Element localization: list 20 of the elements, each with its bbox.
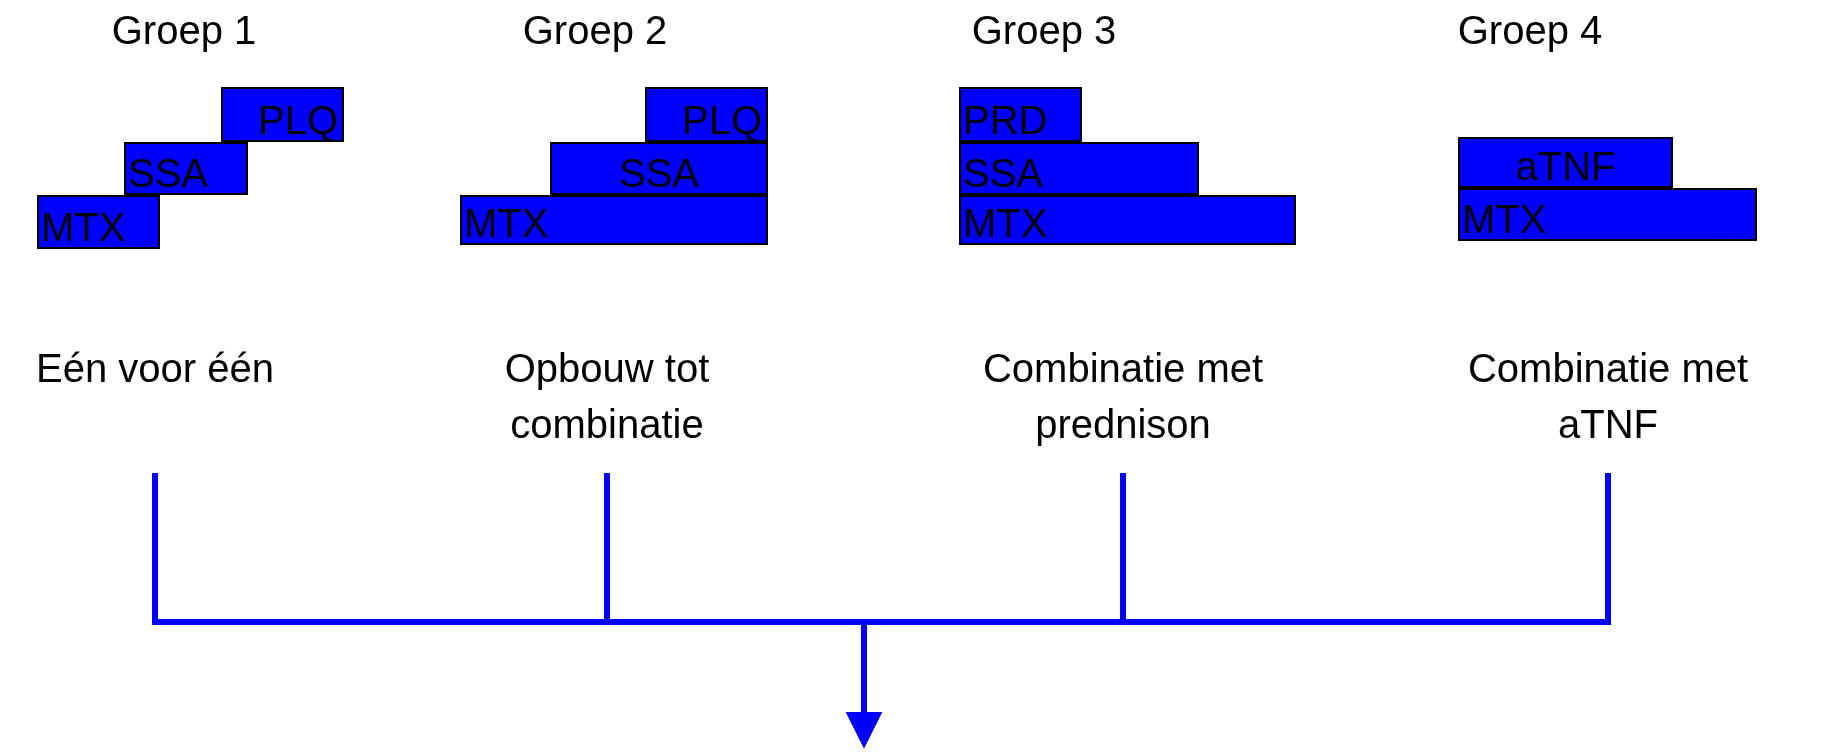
group-heading: Groep 4 — [1456, 8, 1604, 53]
drug-bar: aTNF — [1458, 137, 1673, 188]
strategy-label: Combinatie met prednison — [958, 340, 1288, 452]
drug-bar: PLQ — [221, 87, 344, 142]
drug-bar: PRD — [959, 87, 1082, 142]
drug-bar: SSA — [550, 142, 768, 195]
drug-bar: SSA — [959, 142, 1199, 195]
drug-bar: PLQ — [645, 87, 768, 142]
group-heading: Groep 2 — [521, 8, 669, 53]
drug-bar: MTX — [37, 195, 160, 249]
drug-bar: SSA — [124, 142, 248, 195]
drug-bar: MTX — [959, 195, 1296, 245]
drug-bar: MTX — [460, 195, 768, 245]
group-heading: Groep 1 — [110, 8, 258, 53]
group-heading: Groep 3 — [970, 8, 1118, 53]
drug-bar: MTX — [1458, 188, 1757, 241]
strategy-label: Combinatie met aTNF — [1443, 340, 1773, 452]
connector-arrow — [846, 473, 1611, 748]
strategy-label: Eén voor één — [0, 340, 320, 396]
strategy-label: Opbouw tot combinatie — [442, 340, 772, 452]
